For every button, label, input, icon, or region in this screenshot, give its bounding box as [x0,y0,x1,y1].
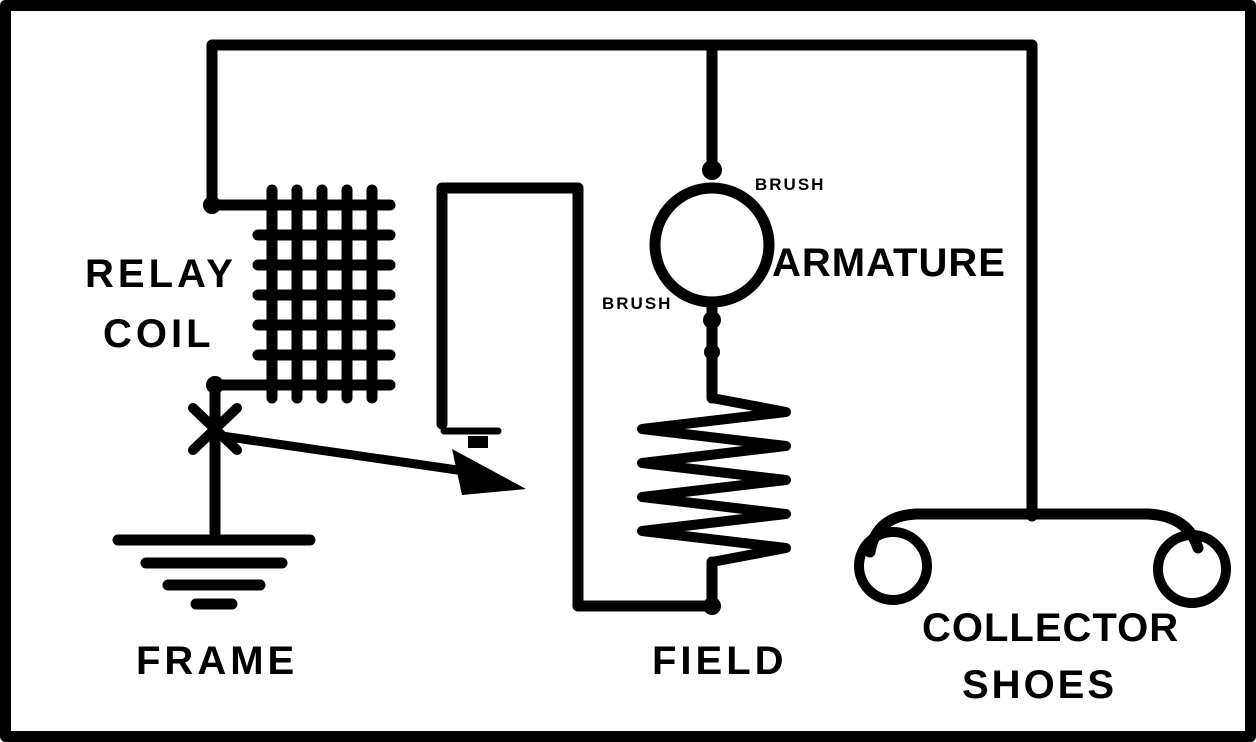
field-coil-symbol [637,393,791,615]
fixed-contact-point [468,436,488,448]
collector-shoes-label-line2: SHOES [962,663,1117,707]
field-label: FIELD [652,639,788,683]
armature-circle [649,182,775,308]
bus-wires [206,39,1038,522]
relay-coil-symbol [203,184,396,404]
collector-shoes-label-line1: COLLECTOR [922,606,1179,650]
brush-dot-bottom [703,311,721,329]
field-coil-zigzag [637,393,791,567]
armature-symbol [649,160,775,404]
brush-bottom-label: BRUSH [602,294,672,313]
fixed-contact-wire [436,182,718,612]
collector-shoe-right [1153,530,1231,608]
switch-arm-arrowhead [452,449,526,495]
junction-dot-below-armature [704,344,720,360]
relay-coil-label-line1: RELAY [85,252,237,296]
junction-dot-field-return [703,597,721,615]
ground-symbol [112,379,316,610]
armature-label: ARMATURE [772,241,1006,285]
collector-shoes-symbol [854,508,1231,608]
brush-dot-top [702,160,722,180]
collector-shoe-left [854,527,932,605]
junction-dot-top [203,196,221,214]
diagram-labels: RELAY COIL FRAME BRUSH BRUSH ARMATURE FI… [85,175,1179,707]
relay-coil-label-line2: COIL [103,312,215,356]
relay-coil-winding [206,184,396,404]
top-bus-wire [206,39,1038,522]
switch-arm [217,431,483,478]
ground-lines [112,379,316,610]
brush-top-label: BRUSH [755,175,825,194]
frame-label: FRAME [136,639,298,683]
